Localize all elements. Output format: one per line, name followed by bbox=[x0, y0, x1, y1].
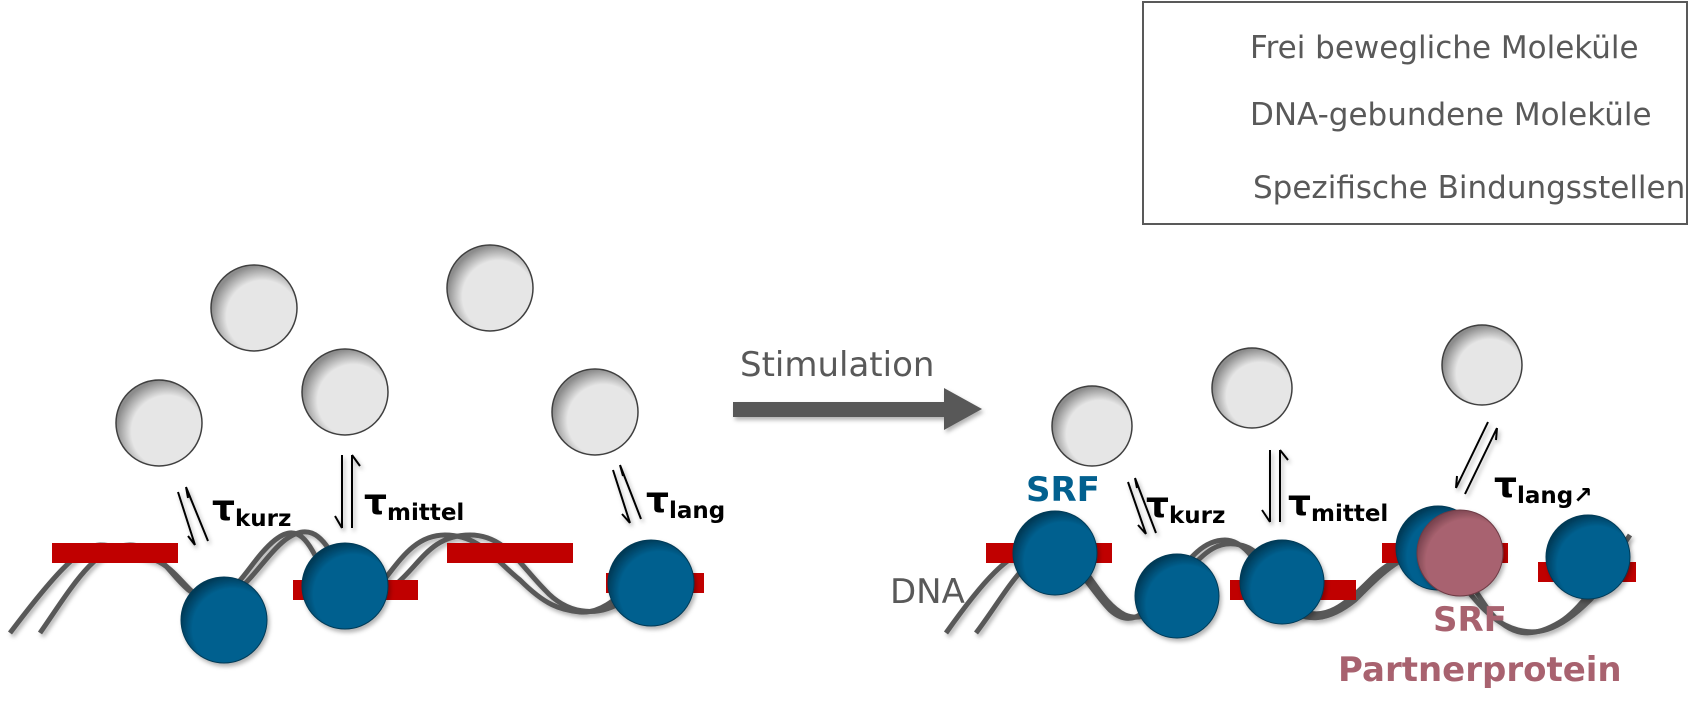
free-molecule bbox=[115, 379, 203, 467]
equilibrium-arrow-icon bbox=[612, 464, 642, 524]
tau-subscript: mittel bbox=[1310, 501, 1389, 527]
partner-protein bbox=[1416, 509, 1504, 597]
free-molecule bbox=[210, 264, 298, 352]
free-molecule bbox=[1051, 385, 1133, 467]
free-molecule bbox=[446, 244, 534, 332]
right-equilibrium-arrows bbox=[1127, 421, 1498, 535]
partner-protein-label: Partnerprotein bbox=[1338, 650, 1622, 690]
stimulation-label: Stimulation bbox=[740, 345, 935, 385]
dna-label: DNA bbox=[890, 572, 965, 612]
tau-subscript: kurz bbox=[1168, 503, 1226, 529]
tau-subscript: mittel bbox=[386, 500, 465, 526]
free-molecule bbox=[551, 368, 639, 456]
left-free-molecules bbox=[115, 244, 639, 467]
right-bound-molecules bbox=[1012, 505, 1631, 639]
partner-srf-label: SRF bbox=[1433, 600, 1507, 640]
stimulation-arrow-icon bbox=[733, 388, 982, 430]
free-molecule bbox=[1211, 347, 1293, 429]
legend-label-bound: DNA-gebundene Moleküle bbox=[1250, 97, 1652, 133]
tau-subscript: lang↗ bbox=[1516, 483, 1593, 509]
srf-label: SRF bbox=[1026, 470, 1100, 510]
tau-subscript: kurz bbox=[234, 506, 292, 532]
free-molecule bbox=[1441, 324, 1523, 406]
left-bound-molecules bbox=[180, 539, 695, 664]
equilibrium-arrow-icon bbox=[1127, 477, 1157, 535]
legend bbox=[1142, 1, 1688, 225]
binding-site bbox=[447, 543, 573, 563]
tau-symbol: τ bbox=[1494, 465, 1517, 506]
tau-lang-label-left: τlang bbox=[646, 480, 725, 524]
legend-label-binding-site: Spezifische Bindungsstellen bbox=[1253, 170, 1686, 206]
bound-molecule bbox=[180, 576, 268, 664]
equilibrium-arrow-icon bbox=[1261, 449, 1289, 523]
equilibrium-arrow-icon bbox=[334, 454, 361, 529]
tau-symbol: τ bbox=[212, 488, 235, 529]
tau-kurz-label-left: τkurz bbox=[212, 488, 291, 532]
right-free-molecules bbox=[1051, 324, 1523, 467]
bound-molecule bbox=[1134, 553, 1220, 639]
free-molecule bbox=[301, 348, 389, 436]
partner-protein-molecule bbox=[1416, 509, 1504, 597]
tau-symbol: τ bbox=[1146, 485, 1169, 526]
tau-symbol: τ bbox=[1288, 483, 1311, 524]
legend-label-free: Frei bewegliche Moleküle bbox=[1250, 30, 1639, 66]
bound-molecule bbox=[1239, 539, 1325, 625]
tau-symbol: τ bbox=[646, 480, 669, 521]
bound-molecule-srf bbox=[1012, 510, 1098, 596]
equilibrium-arrow-icon bbox=[177, 486, 209, 546]
tau-lang-label-right: τlang↗ bbox=[1494, 465, 1593, 509]
tau-mittel-label-right: τmittel bbox=[1288, 483, 1388, 527]
tau-mittel-label-left: τmittel bbox=[364, 482, 464, 526]
left-equilibrium-arrows bbox=[177, 454, 642, 546]
tau-symbol: τ bbox=[364, 482, 387, 523]
tau-subscript: lang bbox=[668, 498, 726, 524]
tau-kurz-label-right: τkurz bbox=[1146, 485, 1225, 529]
binding-site bbox=[52, 543, 178, 563]
equilibrium-arrow-icon bbox=[1455, 421, 1498, 495]
bound-molecule bbox=[1545, 514, 1631, 600]
bound-molecule bbox=[301, 542, 389, 630]
bound-molecule bbox=[607, 539, 695, 627]
